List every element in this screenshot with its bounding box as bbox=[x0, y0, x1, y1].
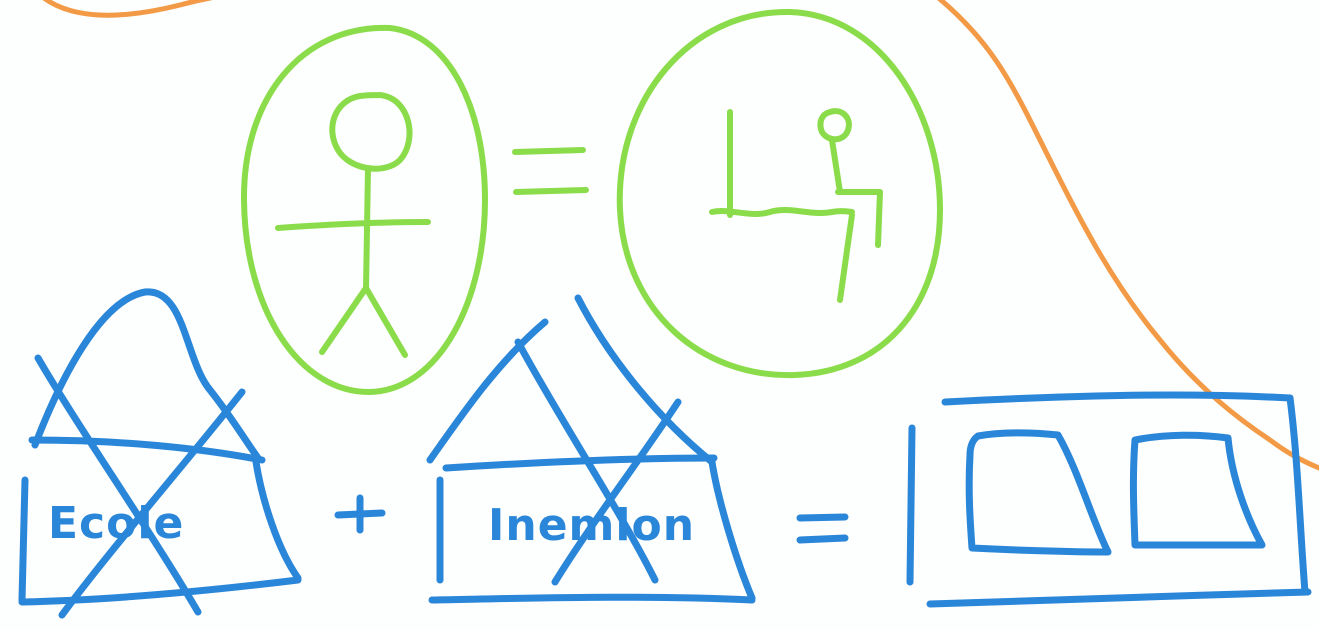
person-body bbox=[363, 165, 371, 293]
school-house: Ecole bbox=[18, 288, 302, 619]
equals-line-upper bbox=[512, 147, 586, 155]
school-wall-left bbox=[18, 476, 29, 604]
student-leg bbox=[837, 212, 855, 303]
student-bubble bbox=[616, 8, 943, 379]
desk-right bbox=[1129, 431, 1266, 549]
school-wall-right bbox=[252, 458, 302, 582]
equals-blue-lower bbox=[796, 534, 849, 544]
person-head bbox=[329, 92, 413, 172]
school-eave bbox=[28, 436, 266, 464]
student-torso bbox=[829, 137, 843, 195]
school-floor bbox=[18, 576, 302, 606]
student-ellipse bbox=[616, 8, 943, 379]
family-roof-right bbox=[574, 294, 716, 466]
person-bubble bbox=[240, 24, 488, 396]
family-floor bbox=[428, 593, 756, 604]
family-cross-b bbox=[551, 398, 682, 586]
orange-curve-top-left bbox=[42, 0, 213, 18]
person-ellipse bbox=[240, 24, 488, 396]
desks-frame-right bbox=[1286, 394, 1309, 596]
desks-frame-top bbox=[941, 391, 1294, 406]
family-wall-right bbox=[708, 458, 756, 602]
desk-left bbox=[965, 429, 1112, 556]
school-roof bbox=[31, 288, 262, 462]
person-leg-left bbox=[319, 285, 369, 355]
family-eave bbox=[442, 454, 718, 472]
orange-curve-right bbox=[937, 0, 1319, 471]
desks-box bbox=[906, 391, 1312, 608]
chair-seat bbox=[709, 207, 855, 217]
school-label: Ecole bbox=[48, 498, 184, 549]
equals-sign-bottom bbox=[796, 513, 849, 544]
equals-line-lower bbox=[513, 187, 589, 195]
school-cross-b bbox=[58, 388, 246, 619]
desks-frame-bottom bbox=[926, 588, 1312, 608]
family-roof-left bbox=[426, 318, 549, 464]
student-head bbox=[817, 108, 852, 143]
plus-sign bbox=[334, 494, 386, 534]
family-label: Inemlon bbox=[488, 500, 695, 551]
school-cross-a bbox=[34, 354, 202, 616]
student-arm bbox=[835, 189, 883, 248]
person-leg-right bbox=[363, 285, 408, 358]
desks-frame-left bbox=[906, 424, 916, 586]
family-house: Inemlon bbox=[426, 294, 756, 604]
equals-blue-upper bbox=[796, 513, 849, 522]
person-arms bbox=[275, 219, 431, 231]
family-cross-a bbox=[514, 338, 659, 584]
equals-sign-top bbox=[512, 147, 589, 195]
